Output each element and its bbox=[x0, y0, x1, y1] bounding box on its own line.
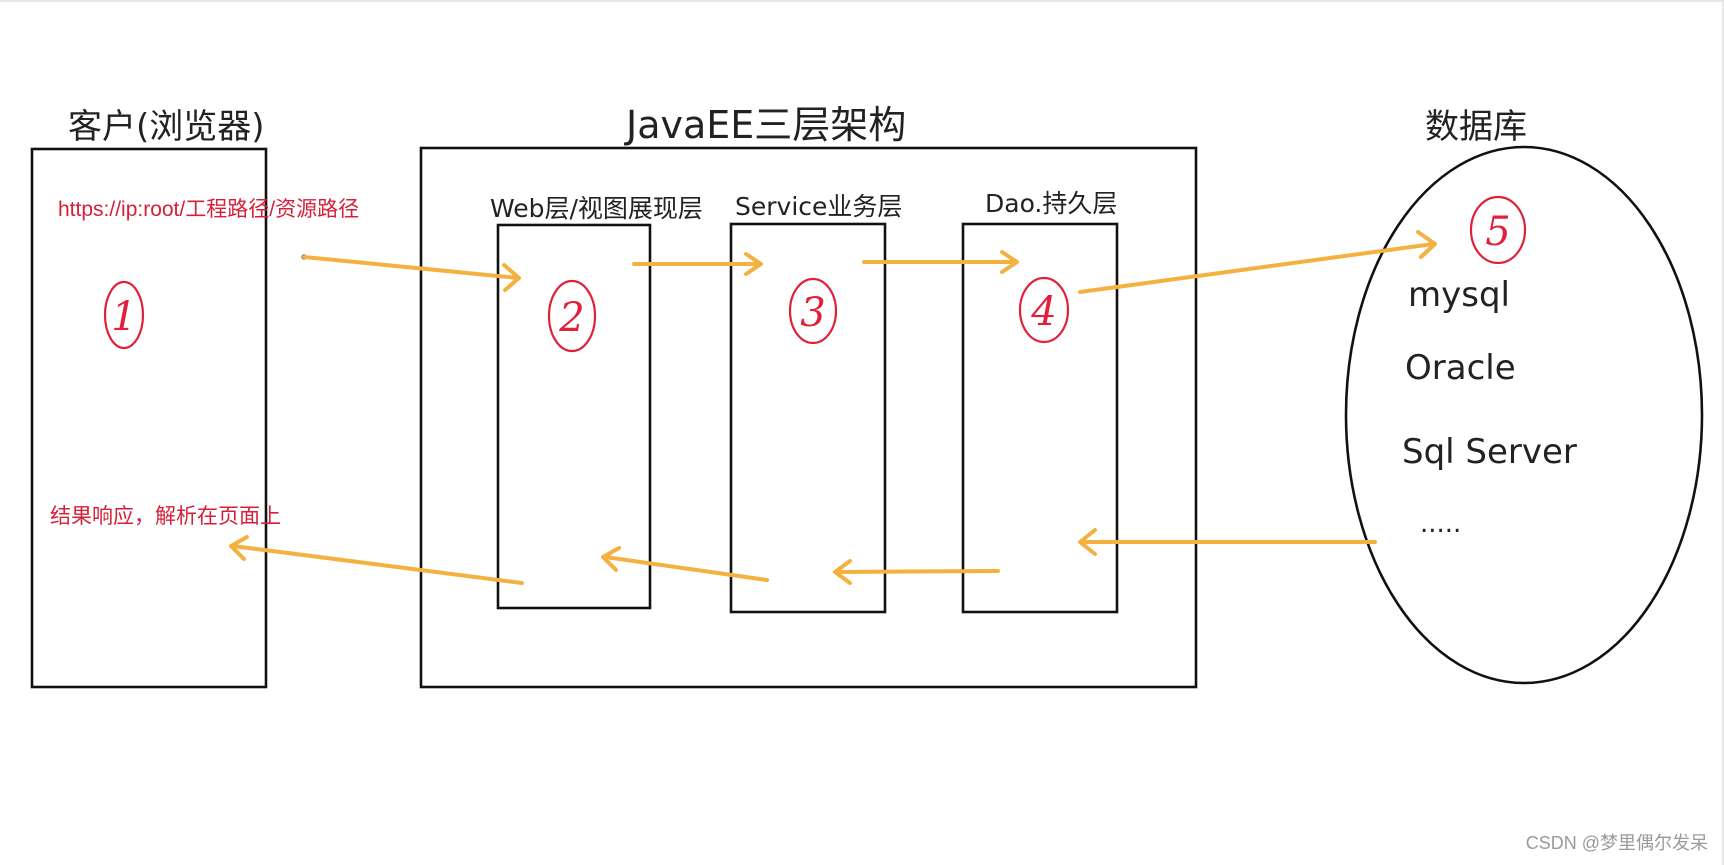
request-arrow-dao-to-database bbox=[1078, 230, 1437, 294]
service-layer-label: Service业务层 bbox=[735, 192, 902, 221]
javaee-title: JavaEE三层架构 bbox=[624, 103, 906, 147]
response-arrow-web-to-client bbox=[229, 535, 524, 585]
step-number: 5 bbox=[1485, 209, 1510, 255]
right-border bbox=[1722, 0, 1724, 865]
step-number: 4 bbox=[1030, 289, 1056, 335]
request-arrow-client-to-web bbox=[302, 255, 521, 292]
service-layer-box bbox=[729, 222, 887, 614]
dao-layer-box bbox=[961, 222, 1119, 614]
response-arrow-database-to-dao bbox=[1078, 528, 1377, 556]
dao-layer-label: Dao.持久层 bbox=[985, 189, 1117, 218]
response-text: 结果响应，解析在页面上 bbox=[50, 505, 281, 528]
step-2-marker: 2 bbox=[547, 279, 597, 353]
database-ellipse bbox=[1344, 145, 1704, 685]
javaee-box bbox=[419, 146, 1198, 689]
database-item: Oracle bbox=[1405, 348, 1516, 388]
step-number: 1 bbox=[111, 294, 136, 340]
watermark: CSDN @梦里偶尔发呆 bbox=[1525, 833, 1708, 853]
database-title: 数据库 bbox=[1425, 107, 1527, 147]
database-item: mysql bbox=[1408, 275, 1510, 315]
response-arrow-service-to-web bbox=[601, 546, 769, 582]
request-arrow-service-to-dao bbox=[862, 250, 1019, 274]
step-number: 3 bbox=[800, 290, 825, 336]
step-4-marker: 4 bbox=[1018, 276, 1070, 344]
request-url: https://ip:root/工程路径/资源路径 bbox=[58, 198, 359, 221]
database-item: ..... bbox=[1420, 509, 1461, 539]
step-5-marker: 5 bbox=[1469, 195, 1527, 265]
top-border bbox=[0, 0, 1724, 2]
web-layer-label: Web层/视图展现层 bbox=[490, 194, 703, 223]
step-1-marker: 1 bbox=[103, 280, 145, 350]
response-arrow-dao-to-service bbox=[833, 559, 1000, 585]
request-arrow-web-to-service bbox=[632, 252, 763, 276]
step-number: 2 bbox=[558, 295, 584, 341]
web-layer-box bbox=[496, 223, 652, 610]
step-3-marker: 3 bbox=[788, 277, 838, 345]
client-title: 客户(浏览器) bbox=[68, 107, 265, 147]
client-box bbox=[30, 147, 268, 689]
database-item: Sql Server bbox=[1402, 432, 1577, 472]
